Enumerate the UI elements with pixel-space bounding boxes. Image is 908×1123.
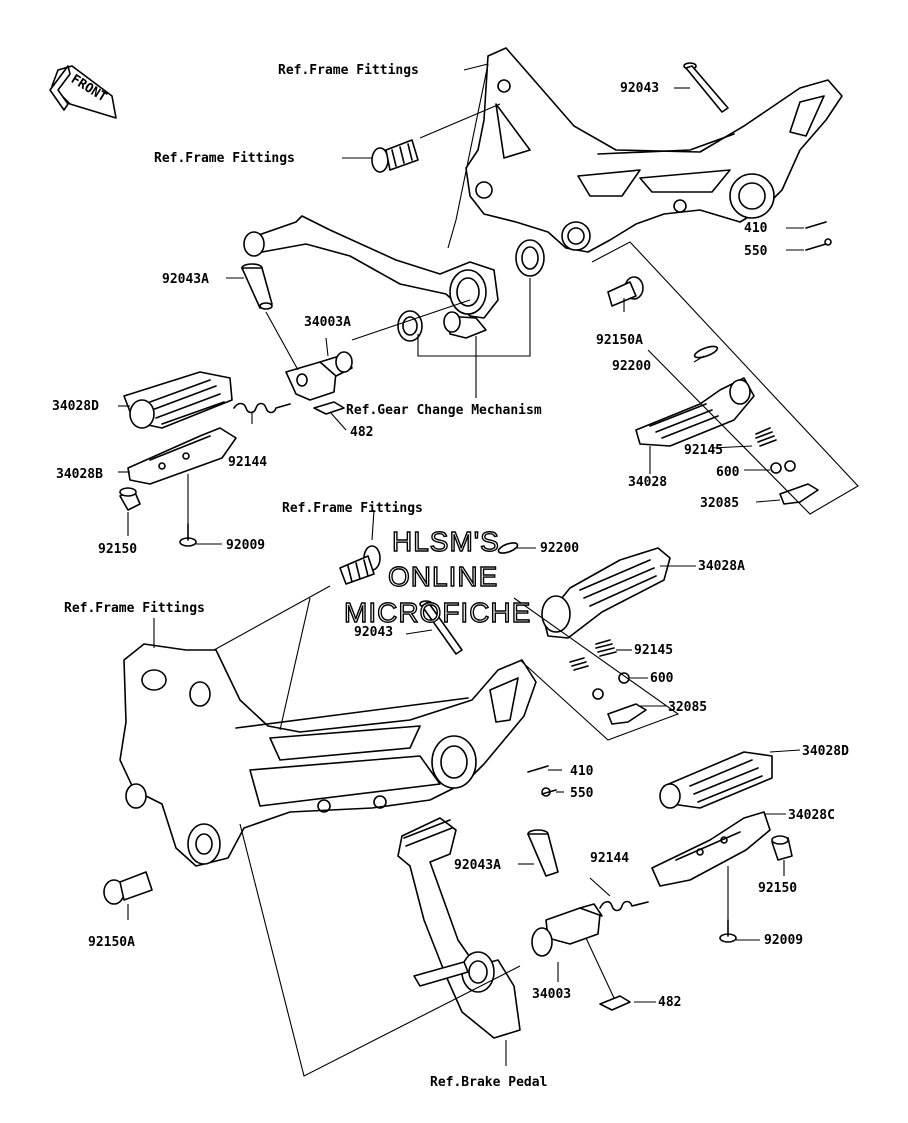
lower-washer-482 — [599, 995, 631, 1011]
label-ref-frame-3: Ref.Frame Fittings — [282, 501, 423, 516]
upper-bolt-92150 — [119, 487, 141, 511]
label-92145-top: 92145 — [684, 443, 723, 458]
label-550-top: 550 — [744, 244, 768, 259]
label-34028: 34028 — [628, 475, 667, 490]
upper-bolt-92150A — [607, 276, 644, 307]
upper-frame-bolt — [371, 139, 419, 173]
upper-clip-410 — [805, 221, 827, 229]
watermark: HLSM'S ONLINE MICROFICHE — [343, 525, 531, 628]
label-92043-top: 92043 — [620, 81, 659, 96]
label-92043-bot: 92043 — [354, 625, 393, 640]
watermark-line1: HLSM'S — [392, 526, 500, 557]
label-92200-bot: 92200 — [540, 541, 579, 556]
upper-footpeg-34028 — [635, 377, 755, 447]
label-600-bot: 600 — [650, 671, 674, 686]
label-92043A-bot: 92043A — [454, 858, 501, 873]
label-34028A: 34028A — [698, 559, 745, 574]
upper-footpeg-34028B — [127, 427, 237, 485]
label-600-top: 600 — [716, 465, 740, 480]
label-34028D-top: 34028D — [52, 399, 99, 414]
label-34028C: 34028C — [788, 808, 835, 823]
lower-bolt-92009 — [719, 919, 737, 943]
label-92150A-top: 92150A — [596, 333, 643, 348]
leader-lines — [118, 63, 859, 1077]
watermark-line3: MICROFICHE — [344, 597, 531, 628]
lower-bolt-92150A — [103, 871, 153, 905]
upper-footpeg-bracket — [465, 47, 843, 253]
label-ref-frame-2: Ref.Frame Fittings — [154, 151, 295, 166]
lower-linkage-34003 — [531, 903, 603, 957]
label-92009-bot: 92009 — [764, 933, 803, 948]
label-410-top: 410 — [744, 221, 768, 236]
label-92150-top: 92150 — [98, 542, 137, 557]
part-labels: Ref.Frame Fittings 92043 Ref.Frame Fitti… — [52, 63, 849, 1090]
label-92144-top: 92144 — [228, 455, 267, 470]
lower-spring-92144 — [599, 900, 649, 912]
lower-footpeg-34028A — [541, 547, 671, 639]
label-92150-bot: 92150 — [758, 881, 797, 896]
label-ref-frame-1: Ref.Frame Fittings — [278, 63, 419, 78]
label-92200-top: 92200 — [612, 359, 651, 374]
label-34003A: 34003A — [304, 315, 351, 330]
upper-bolt-92009 — [179, 523, 197, 547]
label-550-bot: 550 — [570, 786, 594, 801]
label-410-bot: 410 — [570, 764, 594, 779]
label-ref-gear: Ref.Gear Change Mechanism — [346, 403, 542, 418]
lower-bolt-92150 — [771, 835, 793, 861]
label-482-bot: 482 — [658, 995, 681, 1010]
upper-left-pin — [241, 263, 273, 310]
label-ref-frame-4: Ref.Frame Fittings — [64, 601, 205, 616]
lower-clip-410 — [527, 765, 549, 773]
label-92144-bot: 92144 — [590, 851, 629, 866]
shift-lever — [243, 215, 499, 339]
lower-footpeg-34028C — [651, 811, 771, 887]
lower-pin-550 — [541, 787, 557, 797]
front-arrow-icon: FRONT — [49, 65, 117, 119]
upper-spring-92145 — [755, 427, 777, 447]
brake-pedal — [397, 817, 521, 1039]
shift-collar-right — [515, 239, 545, 277]
upper-washer-92200 — [693, 345, 719, 359]
lower-ball-600 — [592, 672, 630, 700]
upper-ball-600 — [770, 460, 796, 474]
watermark-line2: ONLINE — [388, 561, 498, 592]
label-32085-top: 32085 — [700, 496, 739, 511]
upper-rubber-peg — [123, 371, 233, 429]
upper-detent-32085 — [779, 483, 819, 505]
upper-pin-550 — [805, 238, 832, 251]
upper-spring-92144 — [233, 402, 291, 414]
label-34003: 34003 — [532, 987, 571, 1002]
lower-frame-bolt — [339, 545, 381, 585]
shift-linkage-bracket — [285, 351, 353, 401]
upper-pivot-pin — [683, 62, 729, 113]
lower-spring-92145 — [569, 639, 617, 671]
label-92009-top: 92009 — [226, 538, 265, 553]
label-34028B: 34028B — [56, 467, 103, 482]
label-482-top: 482 — [350, 425, 373, 440]
lower-washer-92200 — [497, 542, 519, 554]
label-ref-brake: Ref.Brake Pedal — [430, 1075, 547, 1090]
lower-detent-32085 — [607, 703, 647, 725]
lower-pin-92043A — [527, 829, 559, 877]
upper-washer-482 — [313, 401, 345, 415]
label-92043A-top: 92043A — [162, 272, 209, 287]
label-32085-bot: 32085 — [668, 700, 707, 715]
lower-rubber-peg — [659, 751, 773, 809]
label-34028D-bot: 34028D — [802, 744, 849, 759]
label-92145-bot: 92145 — [634, 643, 673, 658]
lower-footpeg-bracket — [119, 643, 537, 867]
lower-pivot-pin — [419, 600, 463, 655]
label-92150A-bot: 92150A — [88, 935, 135, 950]
